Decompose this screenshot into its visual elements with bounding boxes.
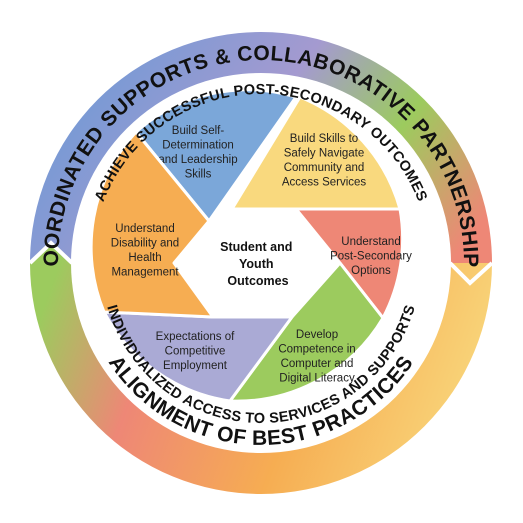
segment-label-line: Determination bbox=[162, 140, 234, 152]
segment-label-line: Health bbox=[128, 252, 161, 264]
outer-ring-top bbox=[30, 32, 492, 283]
segment-label-line: Community and bbox=[284, 162, 365, 174]
segment-disability-health bbox=[89, 130, 215, 319]
segment-label-line: and Leadership bbox=[158, 154, 237, 166]
center-line: Outcomes bbox=[227, 274, 288, 288]
segment-label-line: Expectations of bbox=[156, 331, 235, 343]
outer-ring-bottom bbox=[30, 243, 492, 494]
segment-label-line: Skills bbox=[185, 169, 212, 181]
segment-label-line: Computer and bbox=[281, 358, 354, 370]
svg-text:Student and Youth: Student and Youth Outcomes bbox=[220, 240, 296, 288]
segment-label-line: Options bbox=[351, 265, 391, 277]
segment-label-line: Competitive bbox=[165, 346, 226, 358]
segment-label-line: Post-Secondary bbox=[330, 251, 412, 263]
center-line: Student and bbox=[220, 240, 292, 254]
segment-label-line: Develop bbox=[296, 329, 338, 341]
segment-label-line: Safely Navigate bbox=[284, 148, 365, 160]
segment-label-line: Competence in bbox=[278, 344, 355, 356]
segment-label-line: Employment bbox=[163, 360, 228, 372]
center-line: Youth bbox=[239, 257, 273, 271]
segment-navigate-community bbox=[230, 95, 402, 211]
segment-label-line: Disability and bbox=[111, 238, 179, 250]
segment-label-line: Build Self- bbox=[172, 125, 225, 137]
ring-divider-right bbox=[448, 261, 494, 286]
segment-competitive-employment bbox=[102, 310, 294, 403]
segment-label-line: Build Skills to bbox=[290, 133, 358, 145]
segment-self-determination bbox=[134, 88, 298, 223]
ring-divider-left bbox=[28, 240, 74, 265]
segment-label-line: Access Services bbox=[282, 177, 367, 189]
segment-label-line: Understand bbox=[115, 223, 174, 235]
segment-label-line: Understand bbox=[341, 236, 400, 248]
segment-label-line: Management bbox=[111, 267, 179, 279]
segment-label-line: Digital Literacy bbox=[279, 373, 355, 385]
segment-digital-literacy bbox=[228, 261, 385, 403]
center-label: Student and Youth Outcomes bbox=[220, 240, 296, 288]
